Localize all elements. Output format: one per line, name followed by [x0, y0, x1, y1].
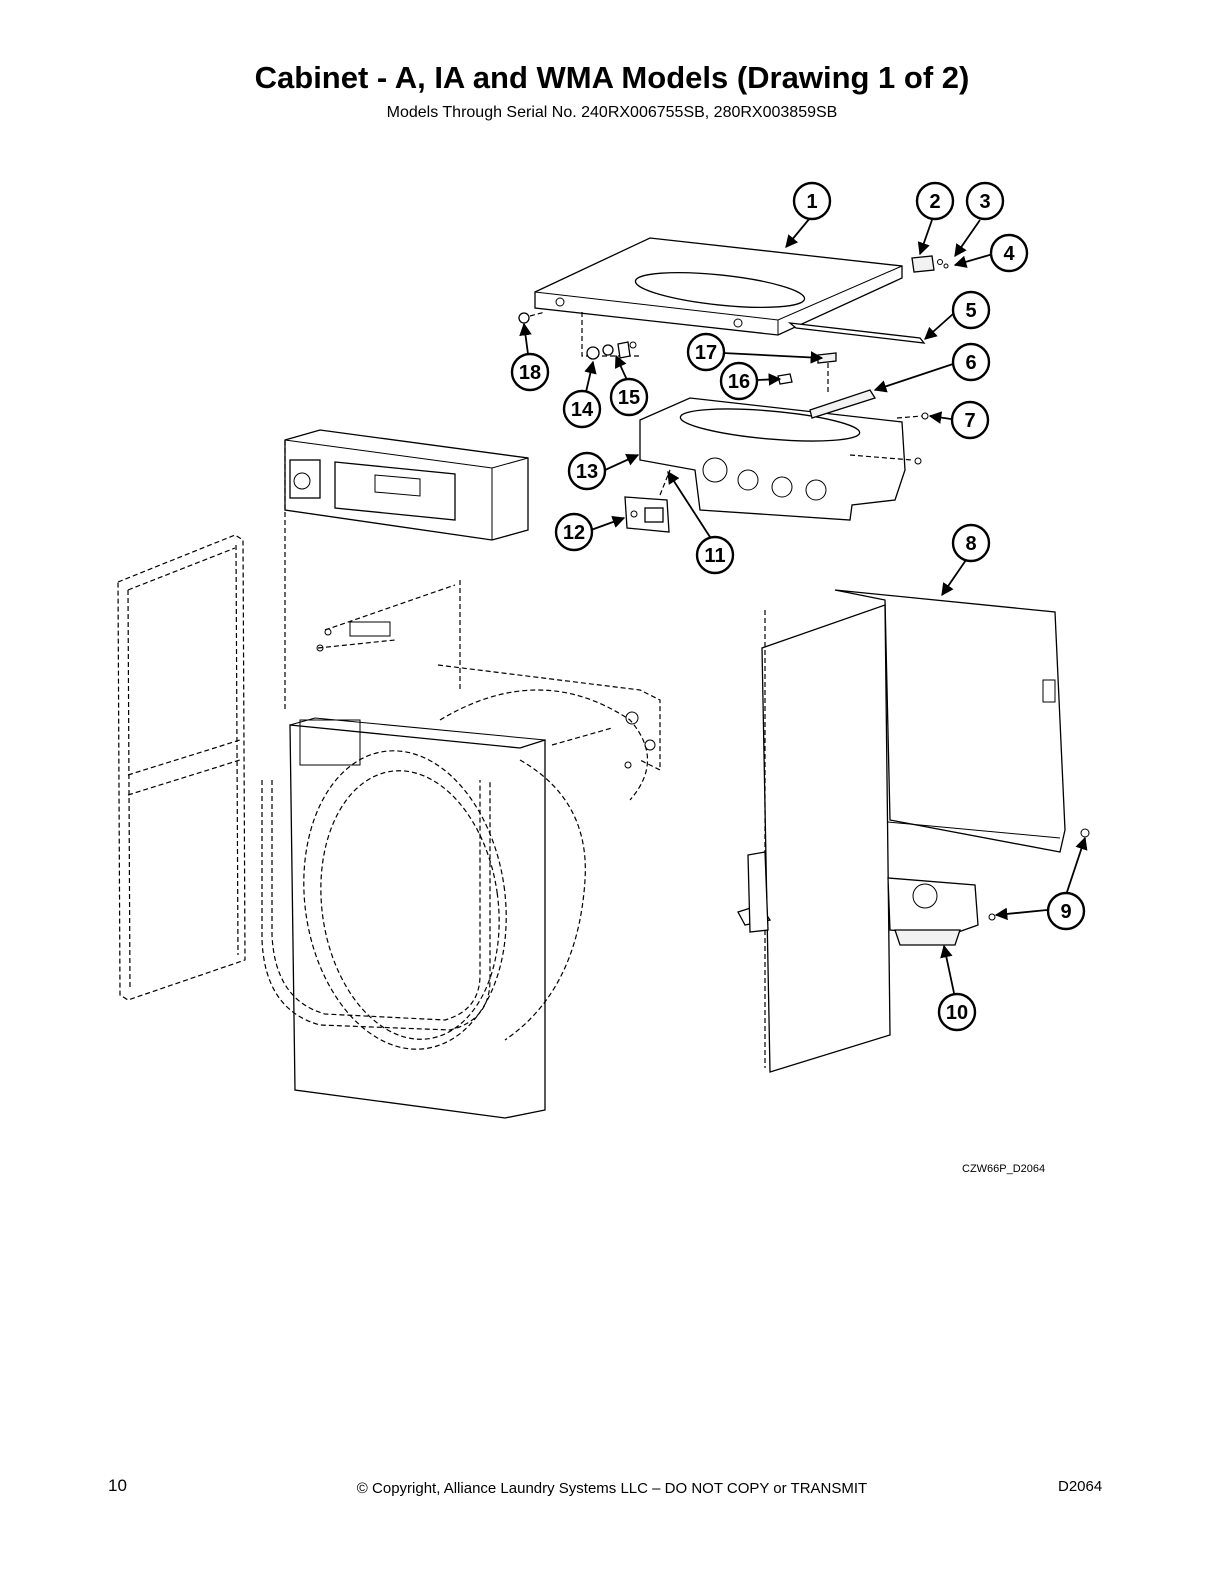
leader-lines: [519, 217, 1088, 994]
drawing-code: CZW66P_D2064: [962, 1163, 1046, 1175]
callout-11: 11: [695, 535, 735, 575]
svg-text:1: 1: [806, 191, 817, 213]
callout-2: 2: [915, 181, 955, 221]
rear-strip: [787, 322, 926, 344]
svg-text:15: 15: [618, 387, 640, 409]
callout-5: 5: [951, 290, 991, 330]
page-number: 10: [108, 1476, 127, 1495]
callout-13: 13: [567, 451, 607, 491]
svg-text:17: 17: [695, 342, 717, 364]
copyright-notice: © Copyright, Alliance Laundry Systems LL…: [356, 1480, 868, 1497]
svg-text:16: 16: [728, 371, 750, 393]
lower-bracket: [737, 851, 996, 946]
svg-text:9: 9: [1060, 901, 1071, 923]
svg-text:4: 4: [1003, 243, 1015, 265]
page-subtitle: Models Through Serial No. 240RX006755SB,…: [386, 104, 838, 121]
hardware-16-17: [777, 352, 837, 395]
right-side-panel: [761, 589, 1090, 1073]
svg-text:6: 6: [965, 352, 976, 374]
hardware-left: [518, 311, 640, 360]
control-bracket: [639, 389, 929, 521]
drum-outline: [437, 664, 661, 1041]
svg-text:11: 11: [704, 545, 725, 567]
svg-text:5: 5: [965, 300, 976, 322]
svg-text:8: 8: [965, 533, 976, 555]
top-panel: [534, 237, 903, 336]
document-id: D2064: [1058, 1478, 1103, 1495]
callout-16: 16: [719, 361, 759, 401]
callout-8: 8: [951, 523, 991, 563]
control-switch: [624, 469, 671, 533]
callout-10: 10: [937, 992, 977, 1032]
callout-14: 14: [562, 389, 602, 429]
callout-9: 9: [1046, 891, 1086, 931]
svg-text:13: 13: [576, 461, 598, 483]
svg-text:2: 2: [929, 191, 940, 213]
callout-4: 4: [989, 233, 1029, 273]
callout-3: 3: [965, 181, 1005, 221]
front-panel: [261, 440, 546, 1119]
left-side-frame: [117, 534, 246, 1001]
callout-7: 7: [950, 400, 990, 440]
svg-text:12: 12: [563, 522, 585, 544]
control-console: [284, 429, 529, 541]
svg-text:18: 18: [519, 362, 541, 384]
callout-1: 1: [792, 181, 832, 221]
callout-15: 15: [609, 377, 649, 417]
page-title: Cabinet - A, IA and WMA Models (Drawing …: [254, 60, 970, 95]
hinge-bracket: [911, 255, 949, 273]
callout-12: 12: [554, 512, 594, 552]
svg-text:10: 10: [946, 1002, 968, 1024]
callout-18: 18: [510, 352, 550, 392]
svg-text:7: 7: [964, 410, 975, 432]
svg-text:14: 14: [571, 399, 594, 421]
callout-17: 17: [686, 332, 726, 372]
svg-text:3: 3: [979, 191, 990, 213]
callout-6: 6: [951, 342, 991, 382]
